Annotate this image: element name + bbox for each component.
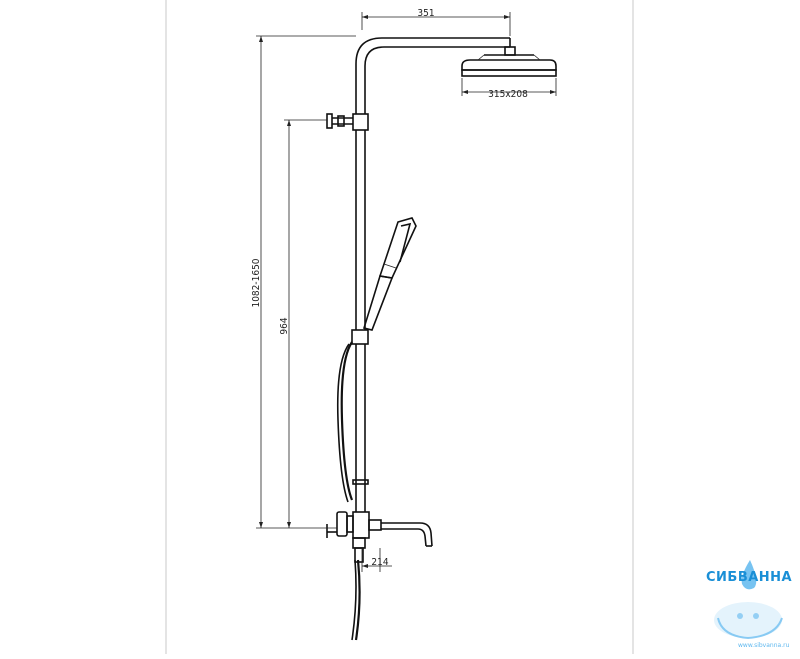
dimension-spout-length: 214 bbox=[361, 548, 392, 572]
dimension-mixer-height: 964 bbox=[279, 119, 327, 528]
thermostatic-mixer bbox=[326, 511, 433, 563]
water-drop-icon bbox=[714, 560, 783, 640]
dimension-label-total-height: 1082-1650 bbox=[251, 258, 262, 307]
dimension-label-spout-length: 214 bbox=[371, 557, 388, 568]
shower-column bbox=[351, 37, 511, 512]
dimension-total-height: 1082-1650 bbox=[251, 35, 356, 529]
dimension-label-mixer-height: 964 bbox=[279, 317, 290, 334]
hand-shower bbox=[362, 217, 417, 331]
rain-shower-head bbox=[461, 46, 557, 77]
dimension-label-head-size: 315x208 bbox=[488, 89, 528, 100]
wall-bracket bbox=[326, 113, 353, 129]
brand-url: www.sibvanna.ru bbox=[738, 642, 790, 649]
dimension-label-arm-length: 351 bbox=[417, 8, 434, 19]
brand-name: СИБВАННА bbox=[706, 570, 793, 585]
dimension-arm-length: 351 bbox=[361, 8, 511, 36]
brand-logo: СИБВАННА www.sibvanna.ru bbox=[700, 558, 800, 654]
page-frame bbox=[165, 0, 634, 654]
dimension-head-size: 315x208 bbox=[461, 78, 557, 100]
shower-hose bbox=[336, 341, 361, 641]
